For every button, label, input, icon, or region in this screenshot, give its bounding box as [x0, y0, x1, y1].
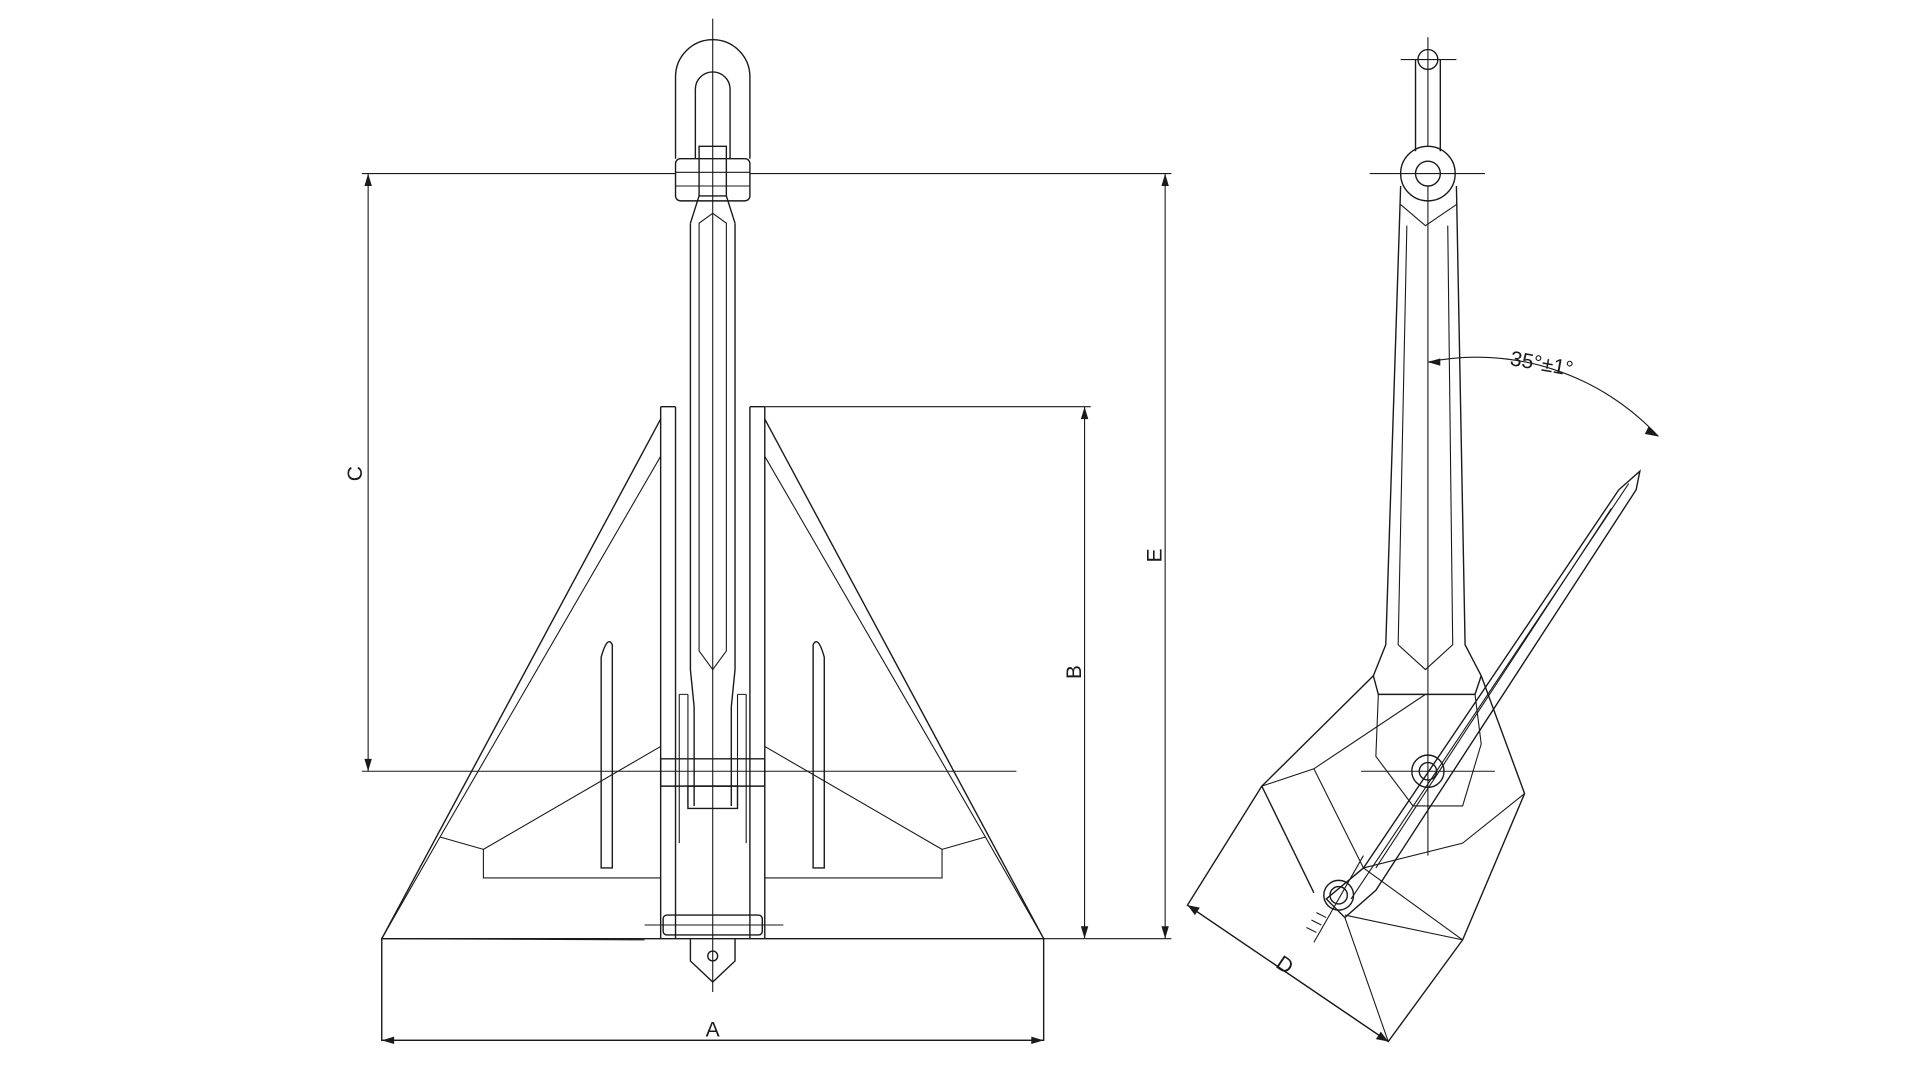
front-view: A C B E [344, 19, 1172, 1045]
dimension-e-label: E [1143, 548, 1166, 562]
dimension-c [362, 174, 1016, 772]
front-left-fluke [382, 419, 661, 940]
side-view: 35°±1° [1187, 37, 1658, 1041]
dimension-c-label: C [344, 466, 367, 481]
dimension-a-label: A [706, 1019, 720, 1042]
dimension-e [750, 174, 1171, 939]
dimension-d-label: D [1272, 951, 1297, 979]
dimension-d [1187, 905, 1388, 1041]
angle-label: 35°±1° [1508, 347, 1575, 381]
side-angle-annotation [1428, 357, 1659, 436]
front-shank [679, 146, 746, 843]
dimension-a [382, 1036, 1044, 1045]
dimension-b-label: B [1063, 665, 1086, 679]
front-crown-pin [645, 759, 784, 935]
front-right-fluke [765, 419, 1044, 939]
side-pins [1306, 755, 1494, 942]
side-fluke [1187, 471, 1639, 1041]
front-crown-plates [661, 407, 765, 939]
side-shank [1373, 186, 1481, 856]
dimension-b [765, 407, 1172, 939]
side-shackle [1370, 37, 1485, 201]
